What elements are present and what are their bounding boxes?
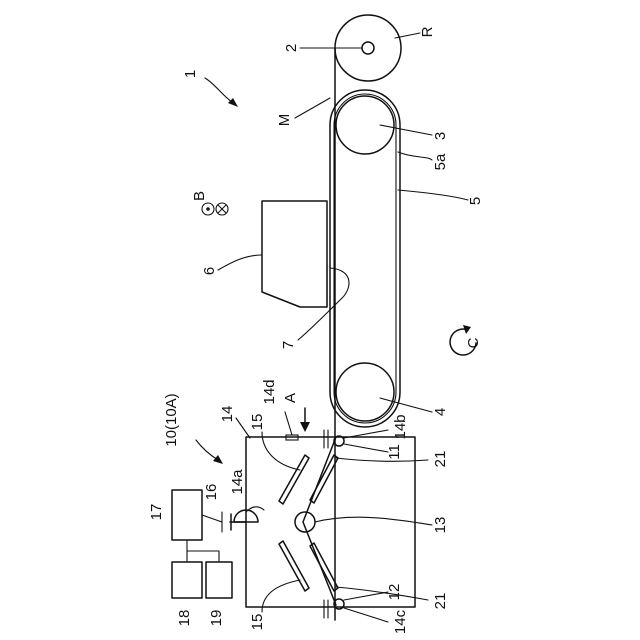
leader-chamber <box>236 418 250 438</box>
label-roller-upper: 3 <box>432 132 449 140</box>
shaft-2 <box>362 42 374 54</box>
label-roller-lower: 4 <box>432 408 449 416</box>
leader-5 <box>398 190 468 200</box>
label-guide-roller-lower: 12 <box>386 584 403 601</box>
label-port-14d: 14d <box>261 379 278 404</box>
roller-4 <box>336 363 394 421</box>
label-port-14a: 14a <box>229 469 246 495</box>
leader-14d <box>285 412 292 435</box>
arrow-a-head <box>300 422 310 432</box>
leader-head <box>218 255 262 270</box>
label-shaft: 2 <box>283 44 300 52</box>
label-unit: 10(10A) <box>163 393 180 446</box>
label-box-19: 19 <box>208 610 225 627</box>
label-arrow-a: A <box>282 393 299 403</box>
leader-14c <box>344 608 388 622</box>
roller-3 <box>336 96 394 154</box>
leader-21-upper <box>336 458 428 461</box>
plate-21-upper <box>310 455 338 503</box>
label-plate-21-upper: 21 <box>432 451 449 468</box>
box-18 <box>172 562 202 598</box>
label-direction-b: B <box>191 191 208 201</box>
label-pump: 16 <box>203 484 220 501</box>
label-belt: 5 <box>467 197 484 205</box>
leader-medium <box>295 98 330 118</box>
label-port-14c: 14c <box>392 609 409 634</box>
label-box-18: 18 <box>176 610 193 627</box>
label-nozzle: 7 <box>280 341 297 349</box>
leader-unit-arrowhead <box>213 455 223 464</box>
label-guide-roller-upper: 11 <box>386 444 403 460</box>
leader-unit <box>196 440 218 460</box>
leader-12 <box>344 592 388 600</box>
leader-machine <box>205 78 232 102</box>
head-6 <box>262 201 327 307</box>
label-center-roller: 13 <box>432 517 449 534</box>
leader-roller-3 <box>380 125 432 135</box>
box-19 <box>206 562 232 598</box>
plate-15-lower <box>279 541 309 591</box>
label-head: 6 <box>201 267 218 275</box>
wire-17-pump <box>202 515 222 522</box>
leader-5a <box>398 152 432 160</box>
label-roll: R <box>419 26 436 37</box>
label-controller: 17 <box>148 504 165 521</box>
label-plate-upper: 15 <box>249 414 266 431</box>
label-medium: M <box>276 114 293 127</box>
label-plate-21-lower: 21 <box>432 593 449 610</box>
leader-11 <box>344 444 388 452</box>
label-port-14b: 14b <box>392 414 409 439</box>
label-rotation-c: C <box>465 337 482 348</box>
leader-14a <box>246 507 264 512</box>
controller-17 <box>172 490 202 540</box>
leader-nozzle <box>298 268 349 340</box>
label-machine: 1 <box>182 70 199 78</box>
label-plate-lower: 15 <box>249 614 266 631</box>
out-of-page-dot <box>206 207 210 211</box>
plate-15-upper <box>279 455 309 504</box>
label-chamber: 14 <box>219 406 236 423</box>
leader-machine-arrowhead <box>228 98 238 107</box>
label-belt-surface: 5a <box>432 153 449 170</box>
